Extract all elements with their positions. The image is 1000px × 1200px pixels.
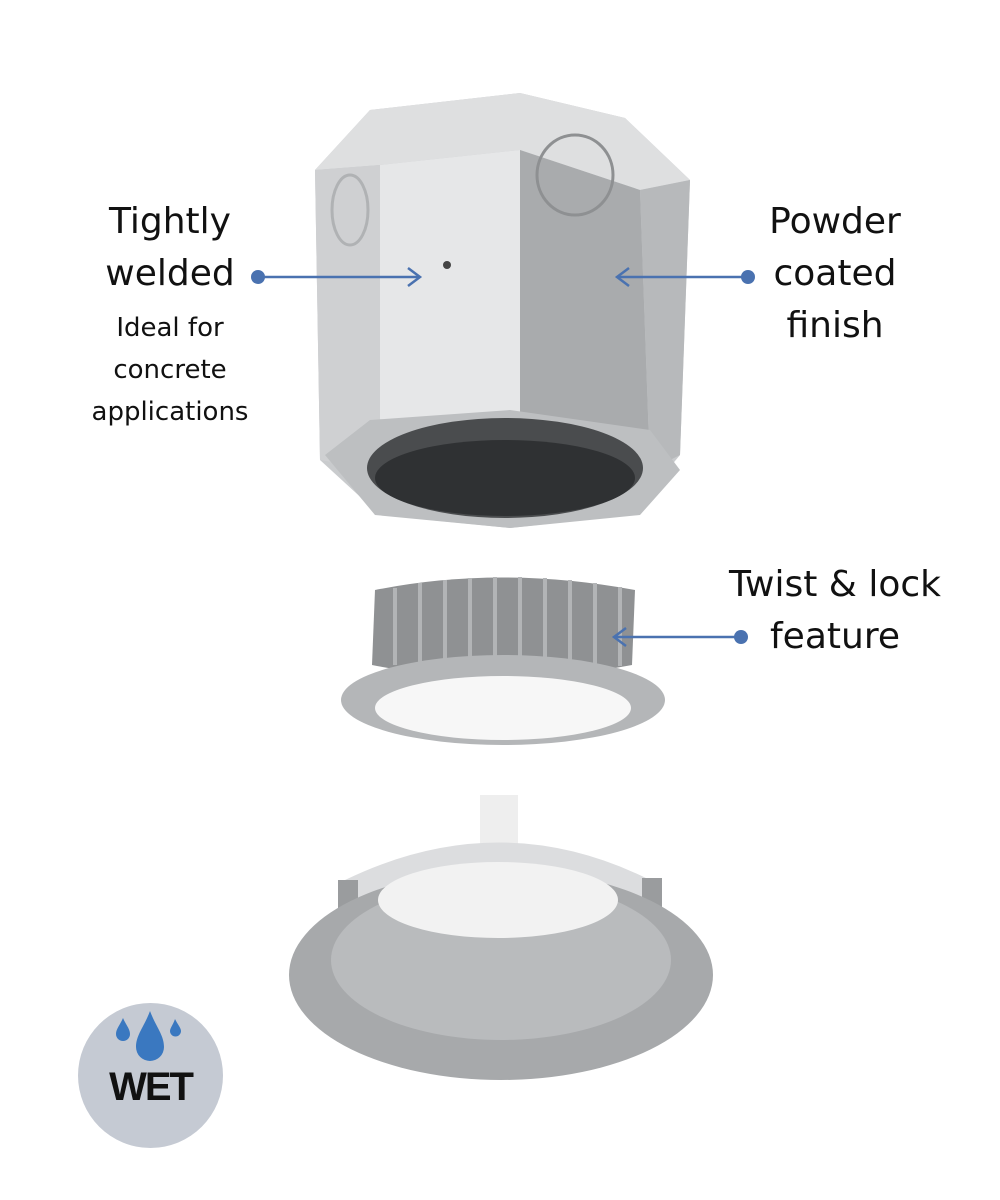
callout-twist-title: Twist & lock feature [729,559,941,663]
callout-powder-title: Powder coated finish [769,196,901,352]
title-line: feature [770,616,900,657]
callout-arrows [258,267,748,647]
driver-module [341,577,665,745]
trim-reflector [289,795,713,1080]
callout-dot-twist [734,630,748,644]
callout-welded-title: Tightly welded [105,196,234,300]
subtitle-line: concrete [113,355,227,385]
title-line: Powder [769,201,901,242]
callout-welded-subtitle: Ideal for concrete applications [92,307,249,433]
water-drops-icon [116,1011,181,1061]
wet-rated-badge: WET [78,1003,223,1148]
wet-label: WET [109,1065,194,1109]
subtitle-line: applications [91,397,249,427]
junction-box [315,93,690,528]
title-line: Tightly [109,201,231,242]
title-line: coated [773,253,897,294]
subtitle-line: Ideal for [116,313,224,343]
title-line: Twist & lock [729,564,941,605]
callout-dot-powder [741,270,755,284]
callout-dot-welded [251,270,265,284]
title-line: finish [786,305,884,346]
title-line: welded [105,253,235,294]
